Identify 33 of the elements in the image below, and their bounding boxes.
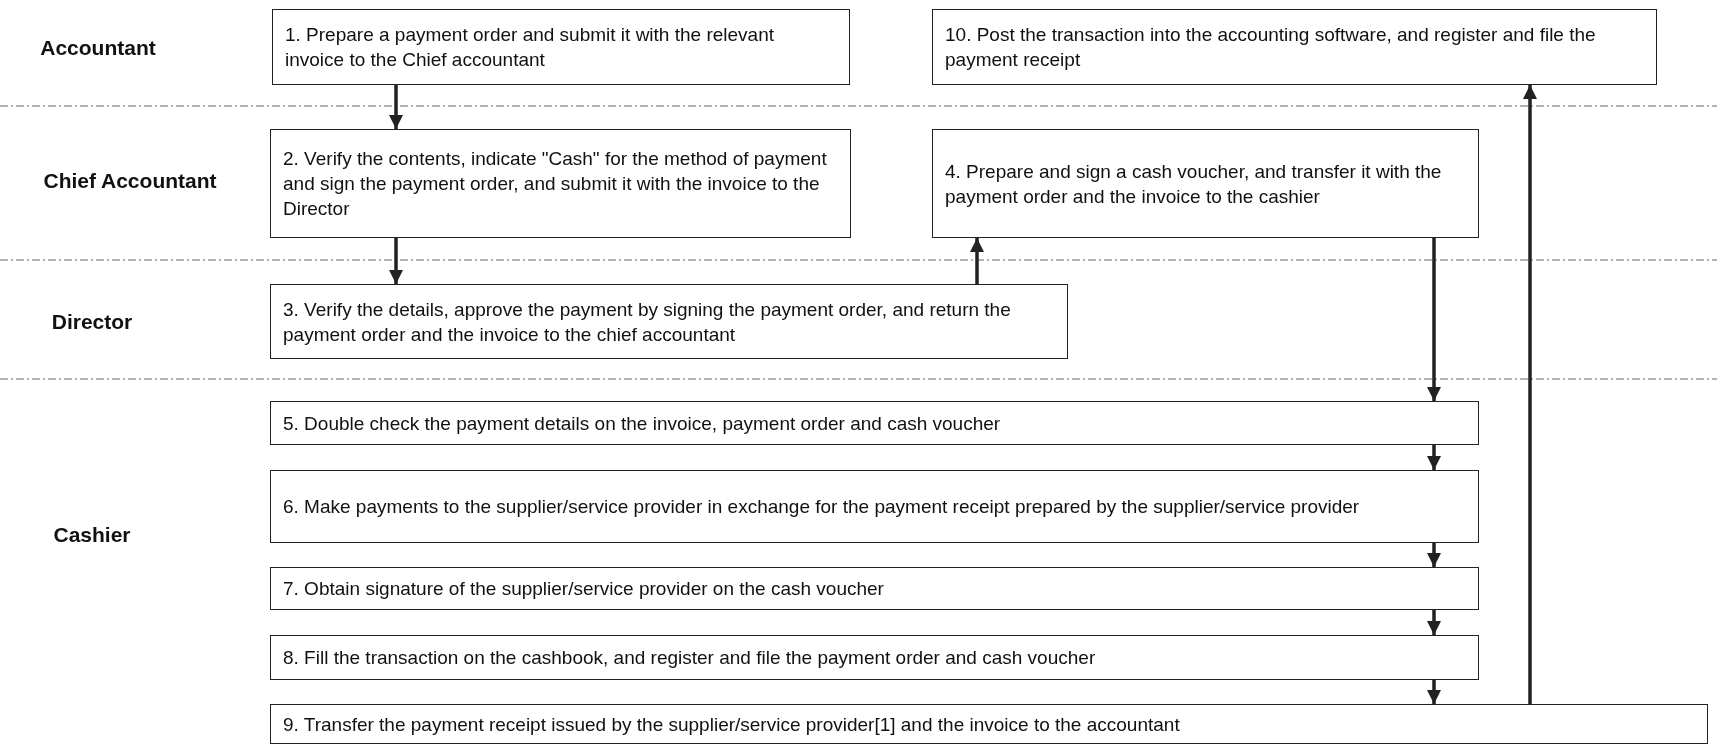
lane-label: Chief Accountant: [43, 169, 217, 193]
step-text: 4. Prepare and sign a cash voucher, and transfer it with the payment order and the invoice to the cashier: [945, 159, 1443, 209]
step-text: 1. Prepare a payment order and submit it with the relevant invoice to the Chief accountant: [285, 23, 775, 72]
step-text: 2. Verify the contents, indicate "Cash" for the method of payment and sign the payment order, and submit it with the invoice to the Director: [283, 147, 828, 221]
lane-label: Accountant: [40, 36, 156, 60]
step-text: 6. Make payments to the supplier/service provider in exchange for the payment receipt prepared by the supplier/service provider: [283, 495, 1360, 519]
step-text: 9. Transfer the payment receipt issued by the supplier/service provider[1] and the invoice to the accountant: [283, 712, 1180, 737]
arrow: [1523, 85, 1537, 704]
arrow: [1427, 610, 1441, 635]
process-box: [270, 567, 1479, 610]
arrow: [1427, 238, 1441, 401]
step-text: 5. Double check the payment details on the invoice, payment order and cash voucher: [283, 411, 1001, 436]
step-text: 7. Obtain signature of the supplier/service provider on the cash voucher: [283, 577, 884, 601]
arrow: [970, 238, 984, 284]
process-box: [270, 284, 1068, 359]
step-text: 3. Verify the details, approve the payment by signing the payment order, and return the payment order and the invoice to the chief accountant: [283, 297, 1012, 347]
process-box: [270, 635, 1479, 680]
step-text: 10. Post the transaction into the accounting software, and register and file the payment receipt: [945, 23, 1597, 72]
step-text: 8. Fill the transaction on the cashbook, and register and file the payment order and cash voucher: [283, 646, 1096, 670]
process-box: [932, 129, 1479, 238]
process-box: [272, 9, 850, 85]
process-box: [270, 401, 1479, 445]
lane-label: Director: [51, 310, 133, 334]
arrow: [1427, 680, 1441, 704]
process-box: [270, 470, 1479, 543]
arrow: [1427, 445, 1441, 470]
arrow: [389, 238, 403, 284]
lane-label: Cashier: [53, 523, 131, 547]
process-box: [932, 9, 1657, 85]
arrow: [389, 85, 403, 129]
arrow: [1427, 543, 1441, 567]
process-box: [270, 129, 851, 238]
process-box: [270, 704, 1708, 744]
